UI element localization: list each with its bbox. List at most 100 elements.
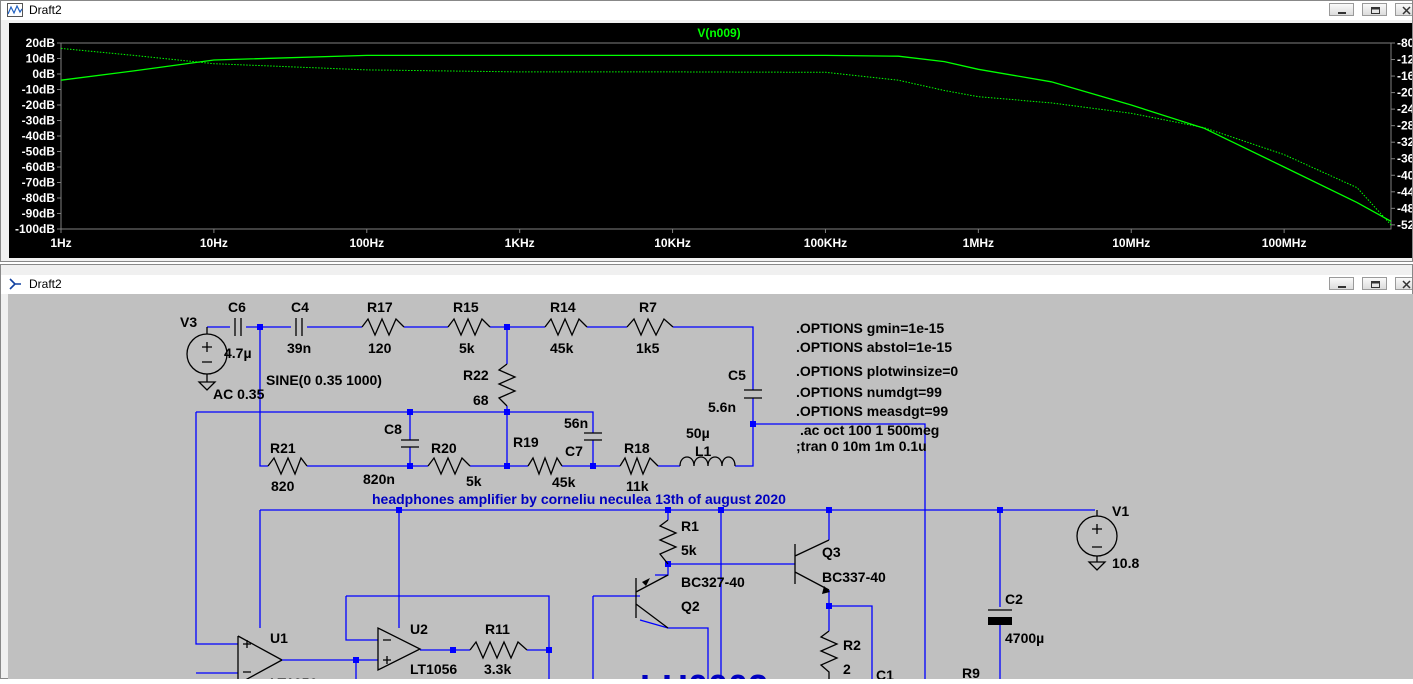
component-label[interactable]: C4	[291, 299, 309, 315]
component-label[interactable]: U2	[410, 621, 428, 637]
spice-directive[interactable]: .OPTIONS gmin=1e-15	[796, 320, 944, 336]
component-label[interactable]: U1	[270, 630, 288, 646]
component-label[interactable]: R20	[431, 440, 457, 456]
y-right-tick-label: -280	[1397, 119, 1413, 133]
component-label[interactable]: R9	[962, 665, 980, 681]
component-label[interactable]: 820	[271, 478, 295, 494]
component-label[interactable]: 5k	[681, 542, 697, 558]
spice-directive[interactable]: .OPTIONS abstol=1e-15	[796, 339, 952, 355]
y-right-tick-label: -240	[1397, 102, 1413, 116]
y-left-tick-label: -30dB	[22, 114, 56, 128]
component-label[interactable]: R18	[624, 440, 650, 456]
schematic-window-titlebar[interactable]: Draft2	[1, 275, 1412, 294]
y-right-tick-label: -360	[1397, 152, 1413, 166]
component-label[interactable]: 56n	[564, 415, 588, 431]
component-label[interactable]: 1k5	[636, 340, 660, 356]
component-label[interactable]: 120	[368, 340, 392, 356]
x-tick-label: 10KHz	[654, 236, 691, 250]
component-label[interactable]: 50µ	[686, 425, 710, 441]
component-label[interactable]: LH0002	[640, 667, 768, 684]
component-label[interactable]: LT1056	[270, 675, 317, 684]
spice-directive[interactable]: .ac oct 100 1 500meg	[800, 422, 939, 438]
y-left-tick-label: -50dB	[22, 145, 56, 159]
schematic-close-button[interactable]	[1395, 277, 1412, 290]
trace-title[interactable]: V(n009)	[697, 26, 740, 40]
components	[186, 317, 1118, 684]
component-label[interactable]: 11k	[626, 478, 649, 494]
component-label[interactable]: R2	[843, 637, 861, 653]
component-label[interactable]: 4.7µ	[224, 345, 252, 361]
component-label[interactable]: C7	[565, 443, 583, 459]
component-label[interactable]: R21	[270, 440, 296, 456]
x-tick-label: 100KHz	[804, 236, 847, 250]
component-label[interactable]: 68	[473, 392, 489, 408]
y-right-tick-label: -160	[1397, 69, 1413, 83]
spice-directive[interactable]: .OPTIONS numdgt=99	[796, 384, 942, 400]
spice-directive[interactable]: .OPTIONS measdgt=99	[796, 403, 948, 419]
component-label[interactable]: C6	[228, 299, 246, 315]
plot-window-titlebar[interactable]: Draft2	[1, 1, 1412, 20]
minimize-icon	[1338, 286, 1346, 288]
component-label[interactable]: 39n	[287, 340, 311, 356]
spice-directive[interactable]: .OPTIONS plotwinsize=0	[796, 363, 958, 379]
component-label[interactable]: Q3	[822, 544, 841, 560]
component-label[interactable]: 5k	[459, 340, 475, 356]
component-label[interactable]: R14	[550, 299, 576, 315]
component-label[interactable]: BC337-40	[822, 569, 886, 585]
component-label[interactable]: R17	[367, 299, 393, 315]
component-label[interactable]: R7	[639, 299, 657, 315]
schematic-minimize-button[interactable]	[1329, 277, 1354, 290]
component-label[interactable]: R22	[463, 367, 489, 383]
component-label[interactable]: AC 0.35	[213, 386, 265, 402]
component-label[interactable]: R19	[513, 434, 539, 450]
component-label[interactable]: L1	[695, 443, 712, 459]
y-right-tick-label: -480	[1397, 201, 1413, 215]
restore-icon	[1371, 7, 1380, 14]
component-label[interactable]: 5.6n	[708, 399, 736, 415]
spice-directives: .OPTIONS gmin=1e-15 .OPTIONS abstol=1e-15…	[796, 320, 958, 454]
component-label[interactable]: 2	[843, 661, 851, 677]
restore-button[interactable]	[1362, 3, 1387, 16]
x-tick-label: 1Hz	[50, 236, 71, 250]
component-label[interactable]: LT1056	[410, 661, 457, 677]
schematic-svg[interactable]: V3 C6 C4 R17 R15 R14 R7 4.7µ 39n 120 5k 45k 1k5SINE(…	[8, 294, 1413, 684]
component-label[interactable]: 820n	[363, 471, 395, 487]
restore-icon	[1371, 281, 1380, 288]
component-label[interactable]: BC327-40	[681, 574, 745, 590]
spice-directive[interactable]: ;tran 0 10m 1m 0.1u	[796, 438, 927, 454]
schematic-comment[interactable]: headphones amplifier by corneliu neculea…	[372, 491, 786, 507]
plot-frame	[60, 42, 1392, 230]
component-fills	[642, 578, 1012, 625]
y-right-tick-label: -520	[1397, 218, 1413, 232]
component-label[interactable]: 3.3k	[484, 661, 511, 677]
close-button[interactable]	[1395, 3, 1412, 16]
component-label[interactable]: C1	[876, 667, 894, 683]
component-label[interactable]: C8	[384, 421, 402, 437]
component-label[interactable]: R1	[681, 518, 699, 534]
component-label[interactable]: SINE(0 0.35 1000)	[266, 372, 382, 388]
component-label[interactable]: C5	[728, 367, 746, 383]
component-label[interactable]: R15	[453, 299, 479, 315]
y-right-axis: -80-120-160-200-240-280-320-360-400-440-…	[1391, 36, 1413, 232]
x-tick-label: 10Hz	[200, 236, 228, 250]
component-label[interactable]: V3	[180, 314, 197, 330]
component-label[interactable]: 45k	[550, 340, 574, 356]
component-label[interactable]: 4700µ	[1005, 630, 1044, 646]
component-label[interactable]: Q2	[681, 598, 700, 614]
schematic-restore-button[interactable]	[1362, 277, 1387, 290]
component-label[interactable]: 45k	[552, 474, 576, 490]
component-label[interactable]: V1	[1112, 503, 1129, 519]
y-right-tick-label: -200	[1397, 86, 1413, 100]
component-label[interactable]: C2	[1005, 591, 1023, 607]
component-label[interactable]: 5k	[466, 473, 482, 489]
minimize-button[interactable]	[1329, 3, 1354, 16]
component-label[interactable]: R11	[485, 621, 510, 637]
component-label[interactable]: 10.8	[1112, 555, 1139, 571]
bode-plot-svg[interactable]: V(n009) 20dB10dB0dB-10dB-20dB-30dB-40dB-…	[9, 23, 1413, 258]
x-tick-label: 100MHz	[1262, 236, 1307, 250]
y-left-tick-label: -20dB	[22, 98, 56, 112]
